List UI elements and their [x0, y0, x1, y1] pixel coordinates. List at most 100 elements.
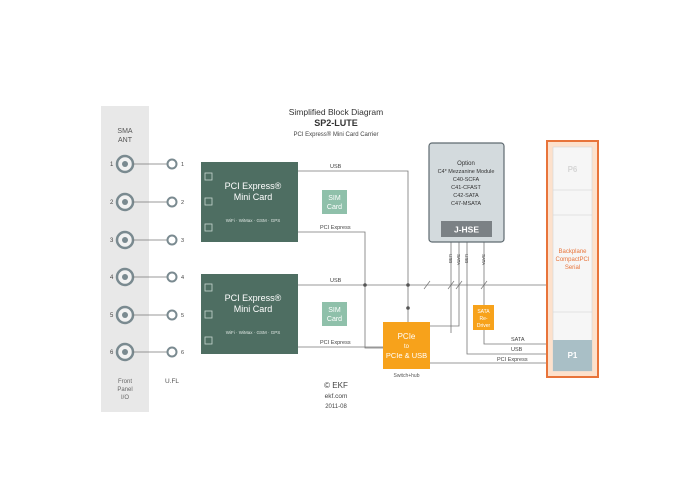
sma-number-4: 4 [110, 275, 114, 281]
ufl-number-5: 5 [181, 313, 184, 319]
copyright: © EKF [324, 381, 348, 390]
mezzanine-line-4: C41-CFAST [451, 185, 481, 191]
mini-card-2-subtitle: Mini Card [234, 304, 273, 314]
sata-redriver: SATA Re- Driver [473, 305, 494, 330]
sma-number-5: 5 [110, 313, 114, 319]
backplane-label-line2: CompactPCI [555, 257, 589, 263]
mini-card-2-body [201, 274, 298, 354]
ufl-connector-icon [166, 309, 178, 321]
sma-connector-2: 2 [110, 192, 135, 212]
pcie-bridge-line1: PCIe [398, 332, 416, 341]
product-name: SP2-LUTE [314, 118, 358, 128]
sata-redriver-line1: SATA [477, 309, 490, 315]
jhse-signal-3: USB [464, 254, 469, 263]
sma-number-6: 6 [110, 350, 114, 356]
signal-lines [298, 170, 556, 364]
sim-card-1-body [322, 190, 347, 214]
mini-card-2-title: PCI Express® [225, 293, 282, 303]
sma-number-3: 3 [110, 238, 114, 244]
front-panel: SMA ANT Front Panel I/O [101, 106, 149, 412]
mini-card-1: PCI Express® Mini Card WiFi · WiMax · GS… [201, 162, 298, 242]
ufl-connector-icon [166, 196, 178, 208]
sata-redriver-line2: Re- [479, 316, 487, 322]
ufl-connector-icon [166, 158, 178, 170]
sata-redriver-body [473, 305, 494, 330]
date: 2011-08 [325, 404, 347, 410]
ufl-number-3: 3 [181, 238, 184, 244]
sim-card-1: SIM Card [322, 190, 347, 214]
front-panel-background [101, 106, 149, 412]
pcie-bridge-line2: to [404, 344, 410, 350]
ufl-connector-icon [166, 346, 178, 358]
sma-number-2: 2 [110, 200, 114, 206]
ufl-number-1: 1 [181, 162, 184, 168]
mezzanine-line-6: C47-MSATA [451, 201, 481, 207]
sim-card-1-line1: SIM [328, 195, 341, 202]
sim-card-2-body [322, 302, 347, 326]
backplane-sata-label: SATA [511, 337, 525, 343]
diagram-footer: © EKF ekf.com 2011-08 [324, 381, 348, 410]
jhse-signal-1: USB [448, 254, 453, 263]
front-panel-label-line1: Front [118, 379, 132, 385]
mini-card-2: PCI Express® Mini Card WiFi · WiMax · GS… [201, 274, 298, 354]
sim-card-1-line2: Card [327, 204, 342, 211]
sma-number-1: 1 [110, 162, 114, 168]
signal-labels: USB PCI Express USB PCI Express SATA USB… [320, 164, 528, 363]
website: ekf.com [325, 393, 348, 400]
backplane-pcie-label: PCI Express [497, 357, 528, 363]
diagram-subtitle: PCI Express® Mini Card Carrier [293, 131, 378, 138]
backplane-usb-label: USB [511, 347, 523, 353]
jhse-signal-4: SATA [481, 254, 486, 265]
diagram-title: Simplified Block Diagram [289, 107, 383, 117]
mezzanine-body [428, 142, 505, 243]
ufl-connector-icon [166, 234, 178, 246]
jhse-signal-2: SATA [456, 254, 461, 265]
pcie-bridge-line3: PCIe & USB [386, 351, 427, 360]
jhse-label: J-HSE [454, 225, 479, 235]
sim-card-2-line1: SIM [328, 307, 341, 314]
backplane-inner [552, 146, 593, 372]
ufl-label: U.FL [165, 378, 179, 385]
ufl-number-2: 2 [181, 200, 184, 206]
pcie-bridge-body [383, 322, 430, 369]
mezzanine-line-3: C40-SCFA [453, 177, 480, 183]
mini-card-1-title: PCI Express® [225, 181, 282, 191]
pcie-bridge: PCIe to PCIe & USB Switch+hub [383, 322, 430, 379]
mezzanine-module: Option C4* Mezzanine Module C40-SCFA C41… [428, 142, 505, 243]
ufl-connectors: 1 2 3 4 5 6 U.FL [165, 158, 184, 385]
backplane-label-line3: Serial [565, 265, 580, 271]
ufl-number-4: 4 [181, 275, 184, 281]
mezzanine-line-2: C4* Mezzanine Module [438, 169, 495, 175]
junction-dots [363, 283, 410, 310]
front-panel-label-line3: I/O [121, 395, 129, 401]
ufl-connector-icon [166, 271, 178, 283]
ant-heading: ANT [118, 137, 133, 144]
backplane: P6 Backplane CompactPCI Serial P1 [546, 140, 599, 378]
antenna-cables [133, 163, 167, 353]
card2-usb-label: USB [330, 278, 342, 284]
mini-card-2-footer: WiFi · WiMax · GSM · GPS [226, 330, 281, 335]
card1-pcie-label: PCI Express [320, 225, 351, 231]
p6-label: P6 [568, 165, 578, 174]
mini-card-1-body [201, 162, 298, 242]
mini-card-1-subtitle: Mini Card [234, 192, 273, 202]
card2-pcie-label: PCI Express [320, 340, 351, 346]
sim-card-2-line2: Card [327, 316, 342, 323]
card1-usb-label: USB [330, 164, 342, 170]
bus-slashes [423, 280, 488, 290]
p1-connector [553, 340, 592, 371]
sma-connector-5: 5 [110, 305, 135, 325]
mezzanine-line-1: Option [457, 161, 475, 167]
backplane-label-line1: Backplane [558, 249, 587, 255]
jhse-connector [441, 221, 492, 237]
sim-card-2: SIM Card [322, 302, 347, 326]
mini-card-1-footer: WiFi · WiMax · GSM · GPS [226, 218, 281, 223]
p1-label: P1 [568, 351, 578, 360]
pcie-bridge-part: Switch+hub [394, 373, 420, 379]
ufl-number-6: 6 [181, 350, 184, 356]
sata-redriver-line3: Driver [477, 323, 491, 329]
sma-heading: SMA [117, 128, 133, 135]
front-panel-label-line2: Panel [117, 387, 132, 393]
